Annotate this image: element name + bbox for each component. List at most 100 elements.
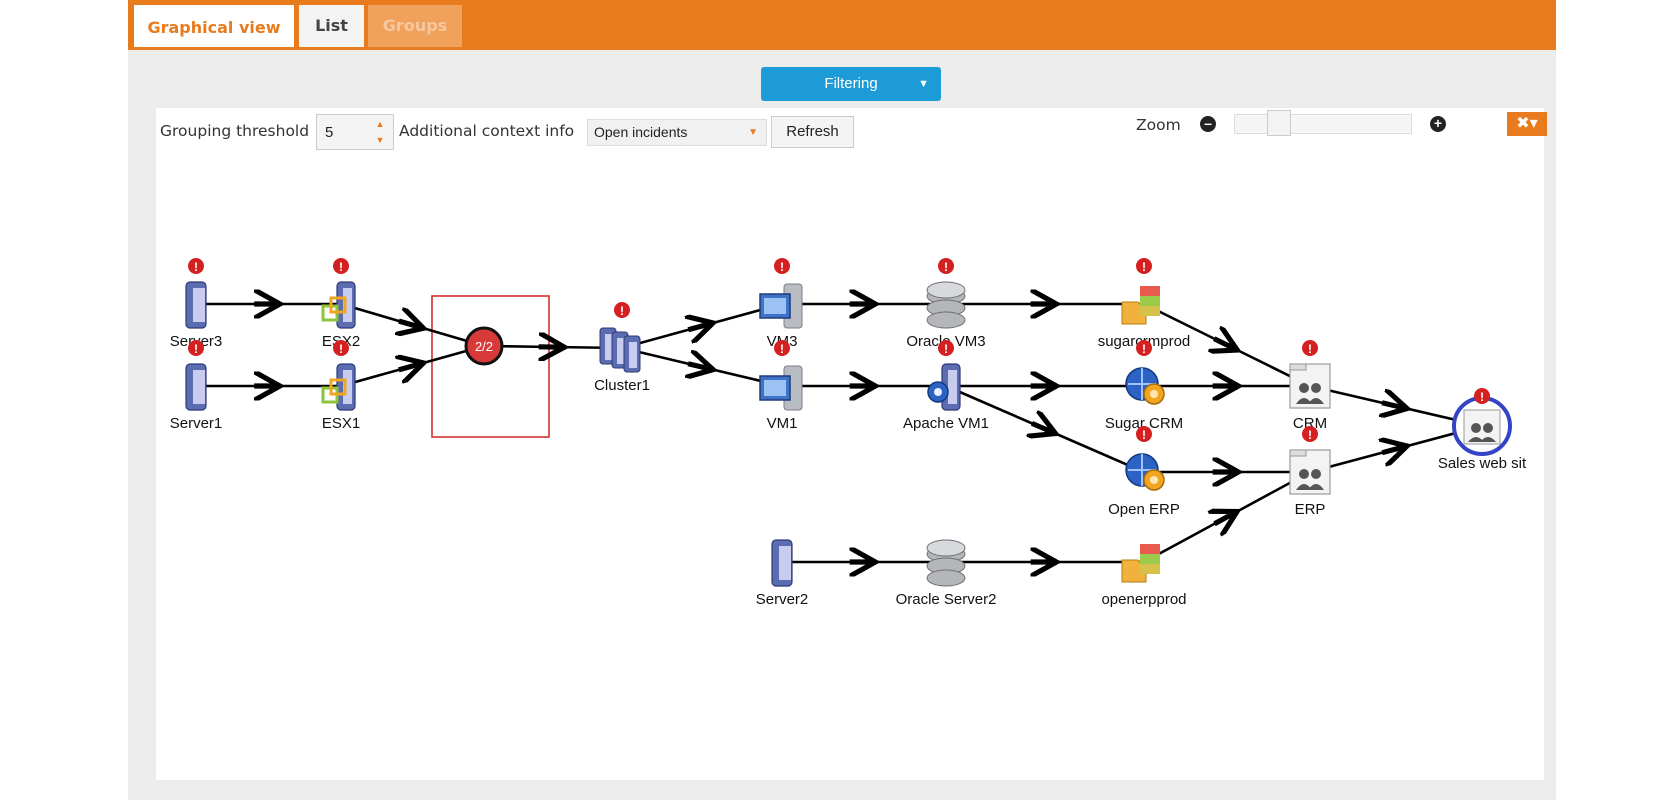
alert-icon: ! (1474, 388, 1490, 404)
tab-graphical-view[interactable]: Graphical view (134, 5, 294, 47)
node-label: Oracle Server2 (896, 591, 997, 608)
svg-text:!: ! (194, 260, 198, 274)
chevron-down-icon: ▼ (748, 127, 758, 138)
context-info-label: Additional context info (399, 122, 575, 140)
node-oraclevm3[interactable]: !Oracle VM3 (906, 258, 986, 350)
node-sugarcrm[interactable]: !Sugar CRM (1105, 340, 1183, 432)
alert-icon: ! (1136, 340, 1152, 356)
db-schema-icon (1121, 544, 1160, 583)
zoom-label: Zoom (1136, 116, 1181, 134)
tab-bar: Graphical view List Groups (128, 0, 1556, 50)
graph-edge (621, 346, 783, 388)
node-label: Server1 (170, 415, 223, 432)
node-label: Apache VM1 (903, 415, 989, 432)
vm-icon (759, 283, 803, 329)
alert-icon: ! (1302, 340, 1318, 356)
node-server1[interactable]: ! Server1 (170, 340, 223, 432)
grouping-threshold-label: Grouping threshold (160, 122, 310, 140)
filtering-label: Filtering (824, 75, 878, 92)
graph-edge (340, 344, 485, 388)
tab-groups[interactable]: Groups (368, 5, 462, 47)
context-info-selected: Open incidents (594, 124, 688, 140)
alert-icon: ! (938, 258, 954, 274)
node-apachevm1[interactable]: ! Apache VM1 (903, 340, 989, 432)
server-icon (185, 281, 207, 329)
web-app-icon (1125, 453, 1165, 491)
zoom-out-icon[interactable]: – (1200, 116, 1216, 132)
node-label: ERP (1295, 501, 1326, 518)
app-group-icon (1289, 449, 1331, 495)
chevron-down-icon: ▼ (918, 78, 929, 90)
context-info-select[interactable]: Open incidents ▼ (587, 119, 767, 146)
grouping-threshold-value: 5 (325, 124, 334, 141)
node-vm1[interactable]: ! VM1 (759, 340, 803, 432)
node-label: Server2 (756, 591, 809, 608)
group-badge[interactable] (464, 326, 504, 366)
impact-analysis-panel: Grouping threshold 5 ▲ ▼ Additional cont… (156, 108, 1547, 780)
node-cluster1[interactable]: ! Cluster1 (594, 302, 650, 394)
node-crm[interactable]: ! CRM (1289, 340, 1331, 432)
tools-menu-icon[interactable]: ✖▾ (1507, 112, 1547, 136)
grouping-threshold-input[interactable]: 5 ▲ ▼ (316, 114, 394, 150)
group-badge-label: 2/2 (475, 339, 493, 354)
alert-icon: ! (774, 258, 790, 274)
graph-edge (945, 384, 1145, 474)
node-vm3[interactable]: !VM3 (759, 258, 803, 350)
spin-down-icon[interactable]: ▼ (375, 135, 385, 145)
server-icon (185, 363, 207, 411)
dependency-graph: 2/2!Server3!Server1!ESX2!ESX1!Cluster1!V… (170, 258, 1527, 608)
svg-text:!: ! (1142, 260, 1146, 274)
cluster-icon (599, 327, 641, 373)
svg-text:!: ! (339, 342, 343, 356)
node-label: ESX1 (322, 415, 360, 432)
node-salesweb[interactable]: ! Sales web sit (1438, 388, 1527, 472)
business-process-icon (1452, 396, 1512, 456)
alert-icon: ! (1136, 258, 1152, 274)
refresh-button[interactable]: Refresh (771, 116, 854, 148)
hypervisor-icon (321, 281, 356, 329)
svg-text:!: ! (1308, 342, 1312, 356)
node-sugarcrmprod[interactable]: !sugarcrmprod (1098, 258, 1191, 350)
graph-edge (1143, 470, 1311, 564)
node-label: Sales web sit (1438, 455, 1527, 472)
svg-text:!: ! (1142, 342, 1146, 356)
filtering-button[interactable]: Filtering ▼ (761, 67, 941, 101)
alert-icon: ! (614, 302, 630, 318)
alert-icon: ! (333, 258, 349, 274)
node-label: VM1 (767, 415, 798, 432)
node-server2[interactable]: Server2 (756, 539, 809, 608)
node-label: Open ERP (1108, 501, 1180, 518)
graph-edge (340, 302, 485, 348)
alert-icon: ! (1302, 426, 1318, 442)
node-oracleserver2[interactable]: Oracle Server2 (896, 539, 997, 608)
node-label: openerpprod (1101, 591, 1186, 608)
hypervisor-icon (321, 363, 356, 411)
node-label: CRM (1293, 415, 1327, 432)
svg-text:!: ! (1480, 390, 1484, 404)
svg-text:!: ! (944, 260, 948, 274)
alert-icon: ! (1136, 426, 1152, 442)
vm-icon (759, 365, 803, 411)
node-label: Cluster1 (594, 377, 650, 394)
node-openerp[interactable]: ! Open ERP (1108, 426, 1180, 518)
group-box[interactable] (431, 295, 550, 438)
zoom-in-icon[interactable]: + (1430, 116, 1446, 132)
alert-icon: ! (188, 340, 204, 356)
graph-edge (621, 302, 783, 350)
node-erp[interactable]: ! ERP (1289, 426, 1331, 518)
web-app-icon (1125, 367, 1165, 405)
database-icon (926, 281, 966, 329)
app-window: Graphical view List Groups Filtering ▼ G… (128, 0, 1556, 800)
zoom-slider-handle[interactable] (1267, 110, 1291, 136)
alert-icon: ! (774, 340, 790, 356)
tab-list[interactable]: List (299, 5, 364, 47)
database-icon (926, 539, 966, 587)
node-esx1[interactable]: ! ESX1 (321, 340, 360, 432)
db-schema-icon (1121, 286, 1160, 325)
svg-text:!: ! (1308, 428, 1312, 442)
node-openerpprod[interactable]: openerpprod (1101, 544, 1187, 608)
spin-up-icon[interactable]: ▲ (375, 119, 385, 129)
alert-icon: ! (938, 340, 954, 356)
svg-text:!: ! (339, 260, 343, 274)
web-server-icon (927, 363, 961, 411)
